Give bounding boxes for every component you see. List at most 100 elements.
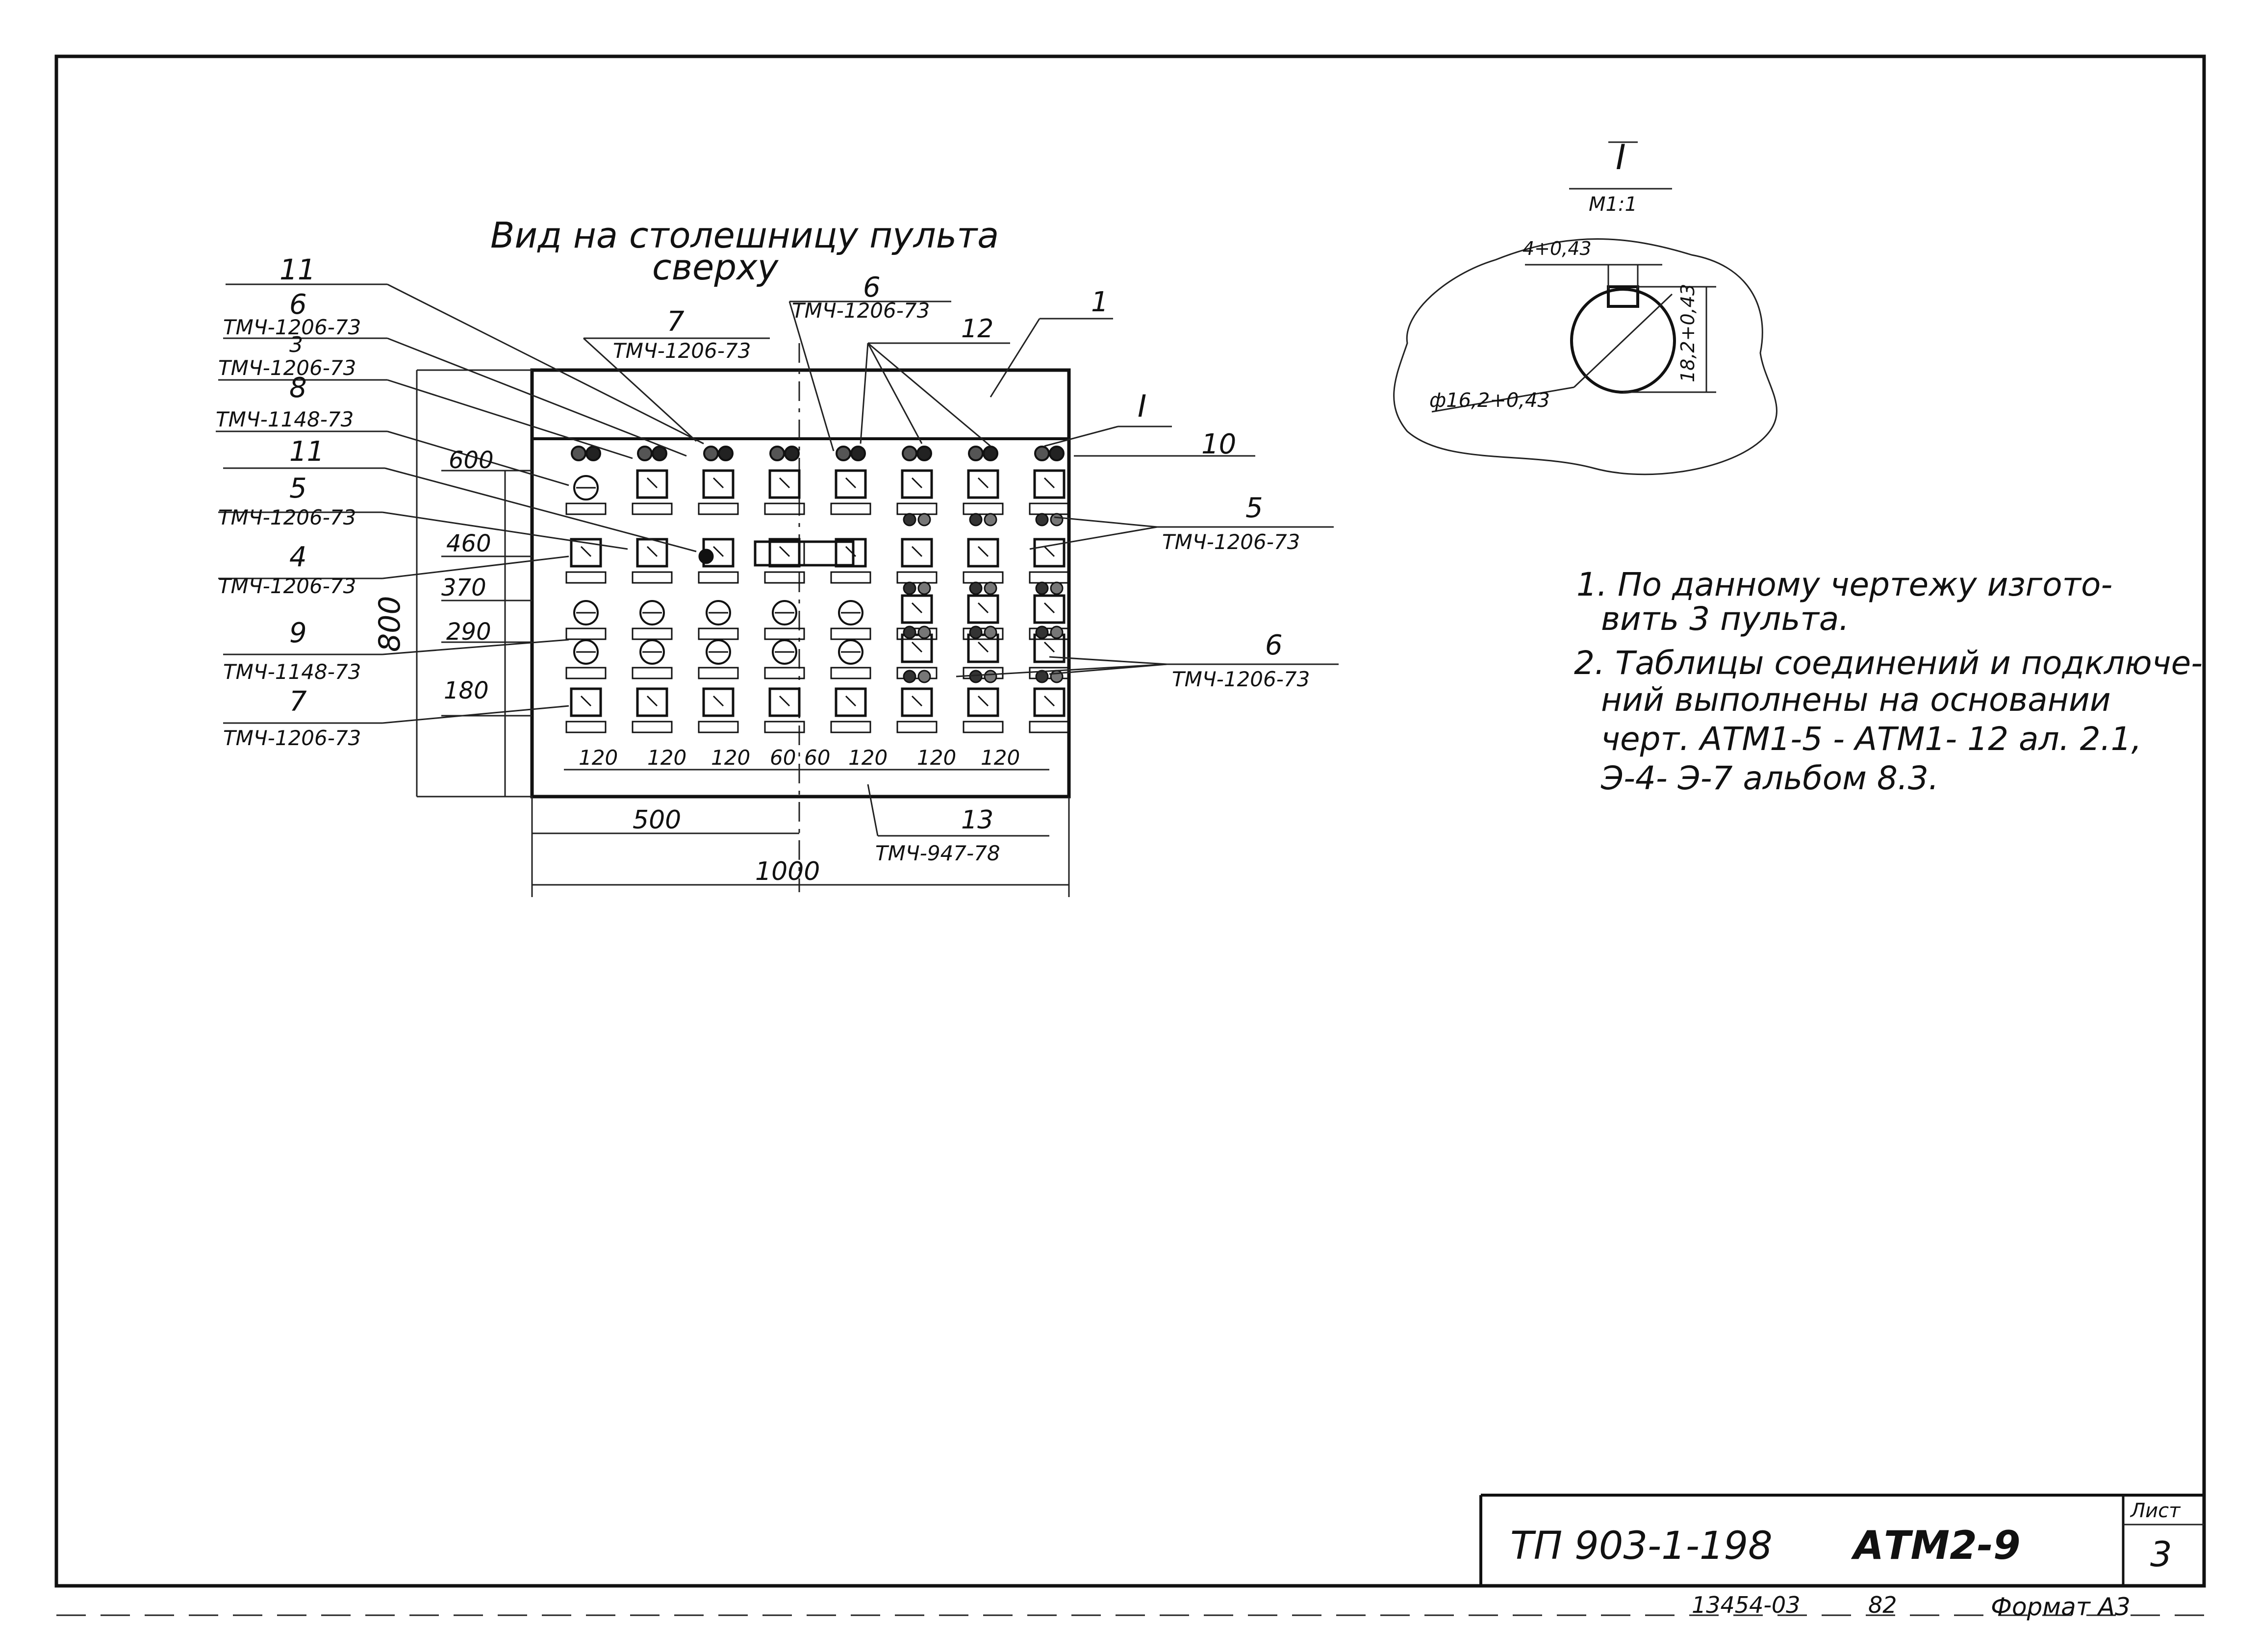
right-callout-4-num: 6: [1265, 629, 1283, 661]
lamp-pair-0-2-b: [1050, 513, 1064, 526]
left-callout-7-spec: ТМЧ-1206-73: [218, 574, 356, 598]
left-callout-group: 11 6 ТМЧ-1206-73 3 ТМЧ-1206-73 8 ТМЧ-114…: [216, 253, 704, 750]
lamp-top-2-b: [718, 446, 734, 461]
key-mark-2-4: [712, 695, 724, 707]
label-plate-0-4: [565, 721, 607, 733]
lamp-pair-1-0-b: [917, 581, 931, 595]
key-mark-4-4: [845, 695, 857, 707]
label-plate-2-2: [698, 627, 739, 640]
note-line-3: 2. Таблицы соединений и подключе-: [1574, 644, 2203, 682]
lamp-top-2-a: [703, 446, 719, 461]
detail-mark: I: [1616, 137, 1626, 177]
key-6-3: [967, 633, 999, 663]
note-line-5: черт. АТМ1-5 - АТМ1- 12 ал. 2.1,: [1601, 720, 2142, 758]
lamp-top-5-b: [916, 446, 932, 461]
lamp-pair-0-2-a: [1035, 513, 1049, 526]
lamp-pair-3-1-b: [984, 670, 997, 683]
lamp-pair-1-1-b: [984, 581, 997, 595]
detail-key-slot: [1607, 285, 1639, 308]
key-mark-6-4: [977, 695, 989, 707]
top-callout-2-spec: ТМЧ-1206-73: [792, 299, 930, 323]
right-callout-2-num: 10: [1201, 428, 1236, 460]
note-line-4: ний выполнены на основании: [1601, 681, 2111, 719]
key-mark-5-2: [911, 602, 923, 614]
lamp-pair-1-1-a: [969, 581, 983, 595]
label-plate-5-3: [896, 667, 938, 679]
footer-format: Формат А3: [1991, 1593, 2131, 1621]
key-mark-7-1: [1043, 546, 1055, 557]
hdim-2: 120: [647, 746, 686, 770]
label-plate-6-0: [963, 502, 1004, 515]
key-3-0: [768, 469, 801, 499]
overall-height-dim: 800: [373, 596, 407, 652]
key-6-0: [967, 469, 999, 499]
key-5-0: [901, 469, 933, 499]
lamp-top-6-b: [983, 446, 998, 461]
left-callout-7-num: 4: [289, 541, 307, 573]
key-5-2: [901, 594, 933, 624]
left-callout-6-spec: ТМЧ-1206-73: [218, 505, 356, 529]
label-plate-3-0: [764, 502, 805, 515]
left-callout-4-spec: ТМЧ-1148-73: [216, 407, 354, 431]
lamp-pair-3-0-a: [903, 670, 916, 683]
left-callout-8-spec: ТМЧ-1148-73: [223, 660, 361, 684]
lamp-pair-0-0-b: [917, 513, 931, 526]
key-5-3: [901, 633, 933, 663]
label-plate-7-2: [1029, 627, 1070, 640]
key-mark-0-4: [580, 695, 592, 707]
title-block: ТП 903-1-198 АТМ2-9 Лист 3 13454-03 82 Ф…: [1479, 1494, 2204, 1621]
hdim-7: 120: [917, 746, 956, 770]
detail-dim-diameter: ф16,2+0,43: [1429, 389, 1550, 412]
top-callout-3-num: 12: [961, 314, 993, 344]
switch-0-2: [573, 600, 599, 626]
title-sheet-label: Лист: [2130, 1500, 2181, 1522]
switch-4-2: [838, 600, 863, 626]
left-callout-3-num: 3: [289, 332, 303, 357]
lamp-top-6-a: [968, 446, 984, 461]
vertical-dimensions: 800 600 460 370 290 180: [373, 369, 532, 798]
label-plate-2-3: [698, 667, 739, 679]
vdim-180: 180: [444, 677, 489, 704]
left-callout-2-spec: ТМЧ-1206-73: [223, 315, 361, 339]
key-mark-0-1: [580, 546, 592, 557]
key-7-0: [1033, 469, 1066, 499]
lamp-pair-2-0-b: [917, 626, 931, 639]
key-4-0: [835, 469, 867, 499]
label-plate-3-3: [764, 667, 805, 679]
lamp-pair-2-2-b: [1050, 626, 1064, 639]
note-line-1: 1. По данному чертежу изгото-: [1576, 566, 2112, 603]
title-project: ТП 903-1-198: [1510, 1524, 1773, 1568]
label-plate-0-0: [565, 502, 607, 515]
key-2-0: [702, 469, 735, 499]
label-plate-4-3: [830, 667, 871, 679]
lamp-top-1-b: [652, 446, 667, 461]
notes-block: 1. По данному чертежу изгото- вить 3 пул…: [1574, 566, 2203, 797]
key-1-0: [636, 469, 668, 499]
label-plate-4-2: [830, 627, 871, 640]
lamp-pair-0-1-a: [969, 513, 983, 526]
left-callout-4-num: 8: [289, 372, 307, 404]
key-mark-4-0: [845, 477, 857, 489]
lamp-top-0-b: [585, 446, 601, 461]
lamp-pair-1-2-a: [1035, 581, 1049, 595]
label-plate-5-4: [896, 721, 938, 733]
switch-3-2: [772, 600, 797, 626]
vdim-460: 460: [446, 530, 491, 557]
title-drawing-code: АТМ2-9: [1851, 1523, 2021, 1568]
hdim-6: 120: [848, 746, 888, 770]
label-plate-5-1: [896, 571, 938, 584]
key-3-1: [768, 538, 801, 568]
switch-0-0: [573, 475, 599, 501]
label-plate-2-0: [698, 502, 739, 515]
detail-scale: М1:1: [1589, 193, 1637, 216]
key-3-4: [768, 687, 801, 717]
key-0-1: [570, 538, 602, 568]
lamp-pair-2-1-b: [984, 626, 997, 639]
label-plate-5-0: [896, 502, 938, 515]
label-plate-4-0: [830, 502, 871, 515]
title-sheet-number: 3: [2150, 1534, 2172, 1575]
view-title-line1: Вид на столешницу пульта: [490, 215, 999, 256]
detail-dim-height: 18,2+0,43: [1677, 284, 1699, 382]
view-title-line2: сверху: [652, 247, 779, 288]
